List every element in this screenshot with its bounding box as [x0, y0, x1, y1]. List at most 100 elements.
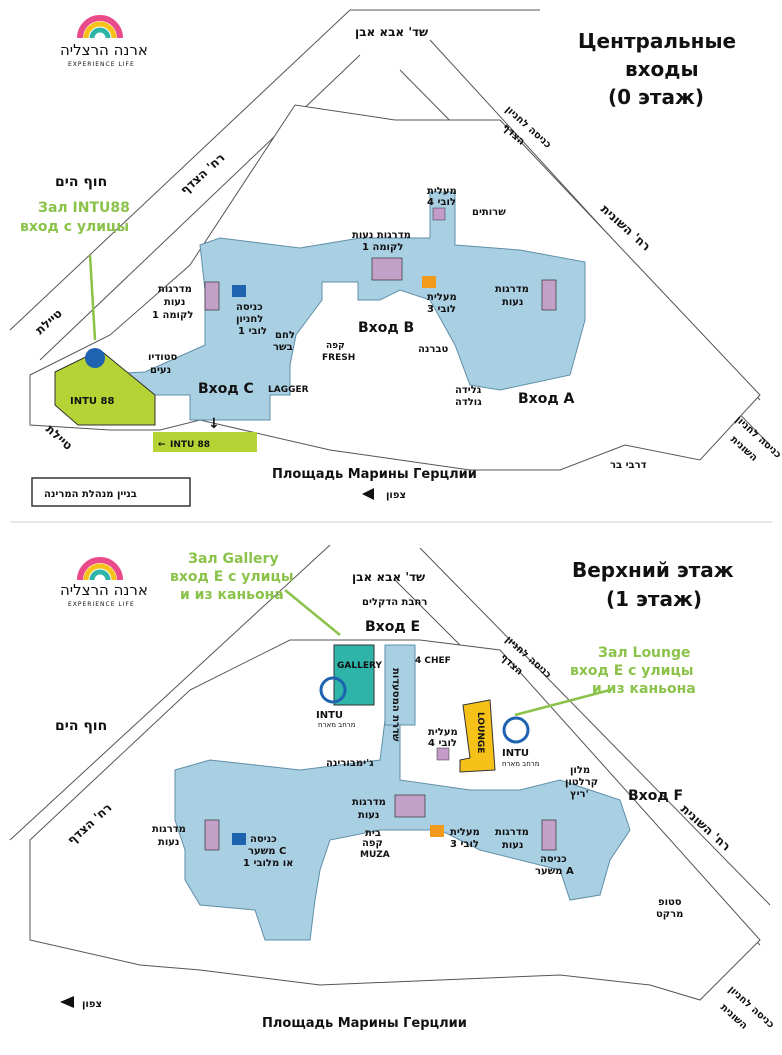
entry-a-2: משער A: [535, 866, 574, 877]
stairs-center-icon-upper: [394, 794, 426, 818]
elevator-lobby3-2: לובי 3: [427, 304, 456, 315]
elevator-lobby4-icon-upper: [436, 747, 450, 761]
gallery-note-2: вход E с улицы: [170, 569, 294, 585]
north-label-top: צפון: [386, 490, 406, 501]
promenade-label: שדרת המסעדות: [390, 668, 401, 742]
stairs-right-icon-upper: [541, 819, 557, 851]
gate-b: Вход B: [358, 320, 414, 336]
upper-stairs-right-1: מדרגות: [495, 827, 529, 838]
intu-logo-icon-right: [502, 716, 530, 744]
parking-entrance-icon: [232, 285, 246, 297]
svg-text:EXPERIENCE LIFE: EXPERIENCE LIFE: [68, 601, 135, 608]
svg-text:ארנה הרצליה: ארנה הרצליה: [60, 41, 148, 59]
gate-f: Вход F: [628, 788, 683, 804]
gelato-label-2: גולדה: [455, 397, 482, 408]
lagger-label: LAGGER: [268, 385, 309, 395]
intu88-direction-label: INTU 88: [170, 440, 210, 450]
stairs-right-icon: [541, 279, 557, 311]
entry-c-2: משער C: [248, 846, 286, 857]
street-aba-even: שד' אבא אבן: [355, 25, 428, 39]
title-line-3: (0 этаж): [608, 85, 704, 109]
top-floor-map: INTU 88 ← בניין מנהלת המרינה ארנה הרצליה…: [9, 9, 782, 507]
elevator-left-2: לחניון: [236, 314, 263, 325]
marina-building-label: בניין מנהלת המרינה: [44, 489, 137, 500]
muza-2: קפה: [362, 838, 383, 849]
intu-sub-right: מרחב מארח: [502, 760, 540, 768]
plaza-label-top: Площадь Марины Герцлии: [272, 467, 477, 482]
lounge-note-2: вход E с улицы: [570, 663, 694, 679]
plaza-label-bottom: Площадь Марины Герцлии: [262, 1016, 467, 1031]
studio-label-2: נעים: [150, 365, 171, 376]
elevator-left-3: לובי 1: [238, 326, 267, 337]
lounge-label: LOUNGE: [475, 712, 485, 753]
gallery-hall: [333, 644, 375, 706]
muza-1: בית: [365, 828, 381, 839]
gate-e: Вход E: [365, 619, 420, 635]
cafe-label-1: קפה: [326, 341, 345, 351]
stairs-center-2: לקומה 1: [362, 242, 403, 253]
elevator-lobby3-icon-upper: [430, 825, 444, 837]
hotel-2: קרלטון: [565, 777, 598, 788]
gate-a: Вход A: [518, 391, 575, 407]
stairs-left-2: נעות: [164, 297, 185, 308]
entry-c-3: או מלובי 1: [243, 858, 293, 869]
stairs-left-1: מדרגות: [158, 284, 192, 295]
gymboree-label: ג'ימבורינה: [326, 758, 374, 769]
svg-text:ארנה הרצליה: ארנה הרצליה: [60, 581, 148, 599]
intu88-label: INTU 88: [70, 396, 114, 407]
upper-title-line-2: (1 этаж): [606, 587, 702, 611]
upper-street-hashonit: רח' השונית: [678, 802, 733, 854]
upper-north-arrow-icon: [60, 996, 74, 1008]
upper-title-line-1: Верхний этаж: [572, 558, 734, 582]
stop-market-2: מרקט: [656, 909, 683, 920]
hotel-1: מלון: [570, 765, 590, 776]
upper-stairs-center-1: מדרגות: [352, 797, 386, 808]
elevator-left-1: כניסה: [236, 302, 263, 313]
rehavat-label: רחבת הדקלים: [362, 597, 427, 608]
intu-logo-right: INTU: [502, 748, 529, 759]
title-line-1: Центральные: [578, 29, 736, 53]
entry-c-1: כניסה: [250, 834, 277, 845]
upper-elevator-lobby4-2: לובי 4: [428, 738, 457, 749]
stairs-right-1: מדרגות: [495, 284, 529, 295]
title-line-2: входы: [625, 57, 699, 81]
upper-beach-label: חוף הים: [55, 718, 107, 734]
stairs-center-1: מדרגות נעות: [352, 230, 411, 241]
elevator-lobby4-2: לובי 4: [427, 197, 456, 208]
bread-label-2: בשר: [273, 342, 293, 353]
elevator-lobby3-icon: [422, 276, 436, 288]
gallery-note-1: Зал Gallery: [188, 551, 279, 567]
intu-logo-icon: [85, 348, 105, 368]
lounge-note-3: и из каньона: [592, 681, 696, 697]
intu-sub-left: מרחב מארח: [318, 721, 356, 729]
parking-entrance-icon-upper: [232, 833, 246, 845]
stop-market-1: סטופ: [658, 897, 682, 908]
upper-stairs-left-2: נעות: [158, 837, 179, 848]
lounge-hall: [459, 699, 496, 773]
intu88-direction-box: [153, 432, 257, 452]
intu-logo-left: INTU: [316, 710, 343, 721]
studio-label-1: סטודיו: [148, 352, 177, 363]
stairs-center-icon: [371, 257, 403, 281]
chef-label: 4 CHEF: [415, 656, 451, 666]
upper-floor-map: GALLERY LOUNGE INTU מרחב מארח INTU מרחב …: [9, 544, 776, 1032]
gelato-label-1: גלידה: [455, 385, 482, 396]
intu88-note-line-2: вход с улицы: [20, 219, 129, 235]
upper-street-aba-even: שד' אבא אבן: [352, 570, 425, 584]
stairs-left-icon-upper: [204, 819, 220, 851]
cafe-label-2: FRESH: [322, 353, 355, 363]
gallery-note-3: и из каньона: [180, 587, 284, 603]
upper-stairs-center-2: נעות: [358, 810, 379, 821]
logo: ארנה הרצליה EXPERIENCE LIFE: [60, 15, 148, 68]
marina-building-box: [31, 477, 191, 507]
entry-a-1: כניסה: [540, 854, 567, 865]
north-arrow-icon: [362, 488, 374, 500]
upper-north-label: צפון: [82, 999, 102, 1010]
bread-label-1: לחם: [275, 330, 295, 341]
elevator-lobby4-icon: [432, 207, 446, 221]
stairs-left-icon: [204, 281, 220, 311]
upper-elevator-lobby3-2: לובי 3: [450, 839, 479, 850]
tavern-label: טברנה: [418, 344, 449, 355]
svg-text:EXPERIENCE LIFE: EXPERIENCE LIFE: [68, 61, 135, 68]
hotel-3: ריץ': [570, 789, 589, 800]
